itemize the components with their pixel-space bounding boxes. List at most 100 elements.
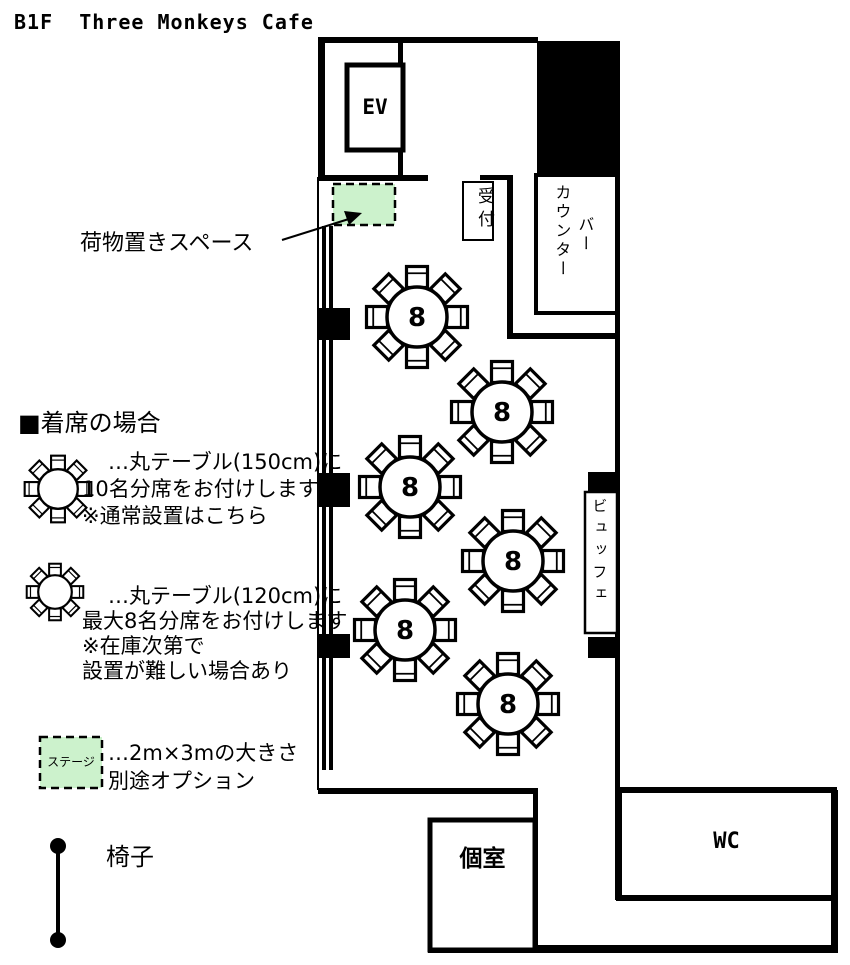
window-bar xyxy=(322,507,326,634)
chair xyxy=(48,607,62,622)
page-title: B1F Three Monkeys Cafe xyxy=(14,10,314,34)
luggage-area-label: 荷物置きスペース xyxy=(80,231,254,256)
legend-120-line1: …丸テーブル(120cm)に xyxy=(108,584,343,608)
bar-counter-label-left: カウンター xyxy=(552,184,572,279)
wall-divider-left xyxy=(318,175,428,181)
chair-legend-symbol xyxy=(50,838,66,948)
ev-room-box xyxy=(344,62,406,153)
table-top xyxy=(37,468,79,510)
wall-top xyxy=(318,37,538,43)
window-bar xyxy=(322,340,326,473)
chair xyxy=(455,691,481,717)
luggage-area xyxy=(331,182,397,227)
wall-corridor-horizontal xyxy=(507,333,618,339)
chair xyxy=(437,474,463,500)
bar-counter-box xyxy=(534,173,619,315)
round-table: 8 xyxy=(357,434,463,540)
chair xyxy=(432,617,458,643)
chair xyxy=(500,588,526,614)
chair xyxy=(50,507,66,524)
window-bar xyxy=(329,507,333,634)
chair xyxy=(529,399,555,425)
legend-table-120-icon xyxy=(25,562,85,622)
chair xyxy=(50,454,66,471)
reception-label: 受付 xyxy=(474,187,494,233)
legend-heading: ■着席の場合 xyxy=(18,409,161,437)
table-top xyxy=(476,672,540,736)
table-top xyxy=(385,285,449,349)
pillar-buffet xyxy=(588,637,618,658)
wall-block-top-right xyxy=(537,41,618,175)
wall-bottom-main xyxy=(318,788,538,794)
table-seat-count: 8 xyxy=(499,690,517,720)
pillar-left xyxy=(318,634,350,658)
window-bar xyxy=(322,226,326,308)
chair xyxy=(404,264,430,290)
chair xyxy=(397,514,423,540)
pillar-left xyxy=(318,308,350,340)
table-top xyxy=(37,574,73,610)
window-bar xyxy=(329,340,333,473)
chair xyxy=(397,434,423,460)
chair xyxy=(449,399,475,425)
table-seat-count: 8 xyxy=(396,616,414,646)
wall-right-main xyxy=(615,41,620,900)
round-table: 8 xyxy=(455,651,561,757)
round-table: 8 xyxy=(364,264,470,370)
private-room-box xyxy=(427,817,538,953)
legend-150-line1: …丸テーブル(150cm)に xyxy=(108,450,343,474)
legend-chair-label: 椅子 xyxy=(106,843,154,871)
luggage-arrow xyxy=(281,211,362,241)
chair xyxy=(535,691,561,717)
chair xyxy=(404,344,430,370)
chair xyxy=(392,577,418,603)
chair xyxy=(352,617,378,643)
legend-150-line2: 10名分席をお付けします xyxy=(82,477,319,501)
chair xyxy=(489,359,515,385)
legend-150-line3: ※通常設置はこちら xyxy=(82,504,268,528)
chair xyxy=(500,508,526,534)
legend-table-150-icon xyxy=(23,454,93,524)
buffet-box xyxy=(583,490,619,635)
legend-stage-line2: 別途オプション xyxy=(108,769,255,793)
wall-left-upper xyxy=(318,37,325,177)
table-top xyxy=(470,380,534,444)
wall-divider-right xyxy=(480,175,512,180)
legend-stage-line1: …2m×3mの大きさ xyxy=(108,741,299,765)
round-table: 8 xyxy=(449,359,555,465)
chair xyxy=(364,304,390,330)
chair xyxy=(495,651,521,677)
chair xyxy=(357,474,383,500)
chair xyxy=(23,481,40,497)
wall-bottom-outer xyxy=(428,945,838,953)
wc-label: WC xyxy=(713,829,740,854)
chair xyxy=(489,439,515,465)
window-bar xyxy=(322,658,326,770)
wc-room-box xyxy=(616,787,837,901)
bar-counter-label-right: バー xyxy=(575,216,595,254)
chair xyxy=(495,731,521,757)
round-table: 8 xyxy=(352,577,458,683)
chair xyxy=(25,585,40,599)
legend-120-line3: ※在庫次第で xyxy=(82,634,205,658)
chair xyxy=(70,585,85,599)
table-seat-count: 8 xyxy=(493,398,511,428)
chair xyxy=(540,548,566,574)
reception-box xyxy=(462,181,494,241)
pillar-left xyxy=(318,473,350,507)
stage-box-label: ステージ xyxy=(47,754,95,769)
window-bar xyxy=(329,226,333,308)
chair xyxy=(460,548,486,574)
table-top xyxy=(481,529,545,593)
chair xyxy=(392,657,418,683)
ev-label: EV xyxy=(362,95,388,120)
table-seat-count: 8 xyxy=(408,303,426,333)
chair xyxy=(48,562,62,577)
legend-120-line4: 設置が難しい場合あり xyxy=(82,659,292,683)
round-table: 8 xyxy=(460,508,566,614)
table-top xyxy=(373,598,437,662)
window-bar xyxy=(329,658,333,770)
